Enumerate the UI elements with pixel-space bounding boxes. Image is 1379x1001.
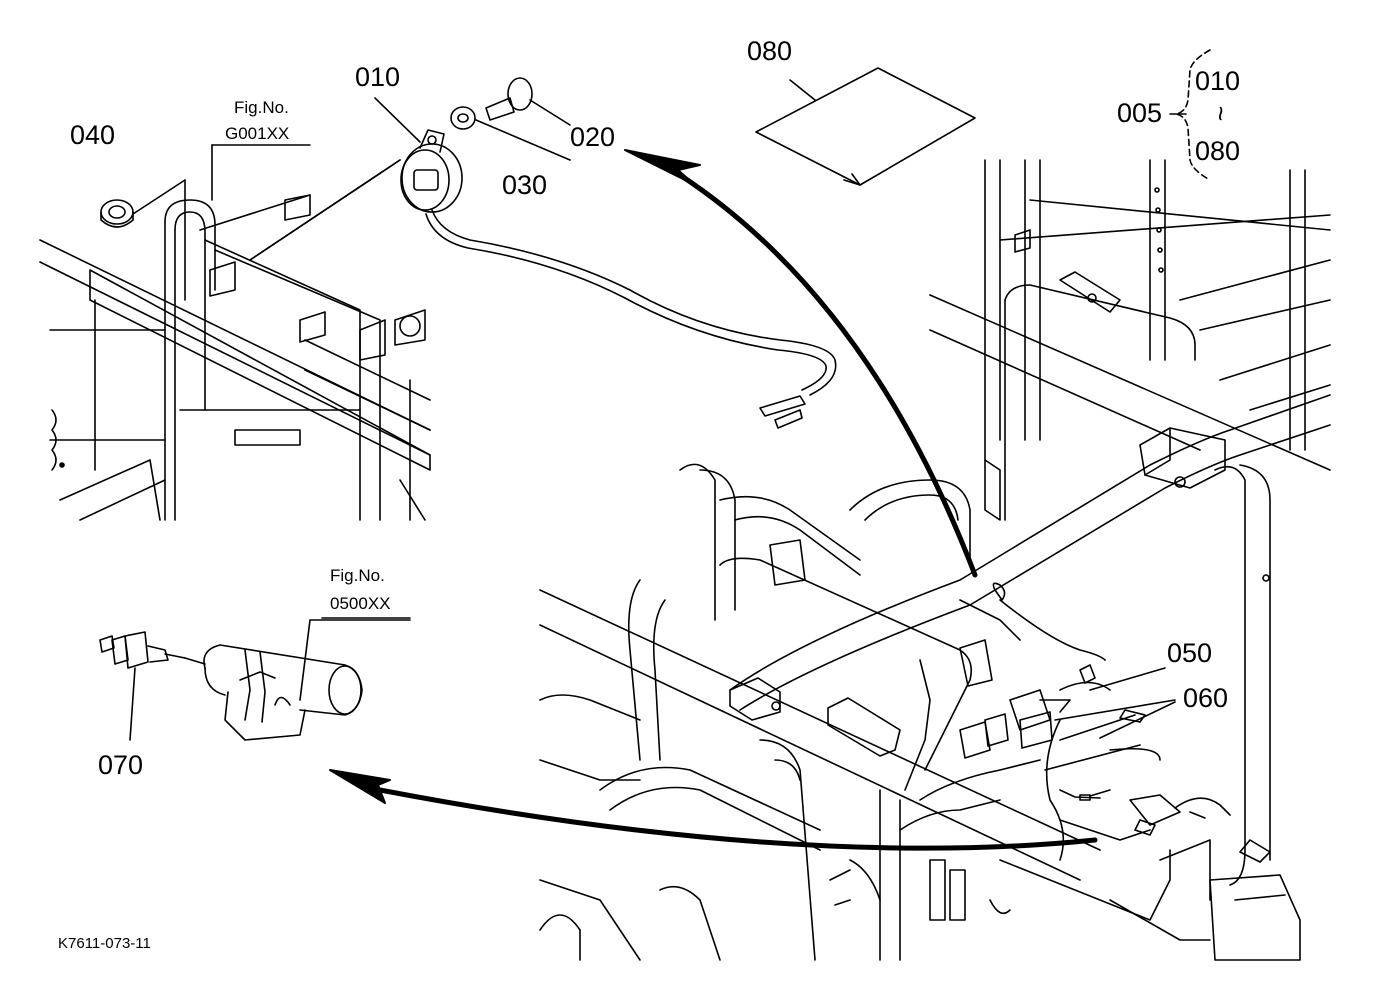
fig-ref-1-label: Fig.No. [234, 98, 289, 117]
fig-ref-1-code: G001XX [225, 124, 290, 143]
range-bracket [1169, 49, 1211, 181]
range-end-080: 080 [1195, 136, 1241, 166]
upper-left-frame-detail [39, 159, 431, 521]
callout-010: 010 [355, 62, 401, 92]
vehicle-assembly [539, 159, 1331, 961]
range-tilde: ~ [1205, 105, 1236, 122]
range-start-010: 010 [1195, 66, 1241, 96]
fig-ref-2-label: Fig.No. [330, 566, 385, 585]
callout-040: 040 [70, 120, 116, 150]
drawing-number: K7611-073-11 [58, 935, 151, 952]
callout-050: 050 [1167, 638, 1213, 668]
direction-arrow-lower [329, 769, 1098, 851]
leader-lines [211, 97, 421, 619]
buzzer-010-drawing [249, 129, 837, 429]
screw-020-drawing [450, 77, 571, 161]
callout-005: 005 [1117, 98, 1163, 128]
callout-030: 030 [502, 170, 548, 200]
callout-060: 060 [1183, 683, 1229, 713]
callout-020: 020 [570, 122, 616, 152]
direction-arrow-upper [624, 149, 978, 578]
nut-040-drawing [100, 179, 186, 301]
sheet-080-drawing [755, 67, 976, 186]
callout-070: 070 [98, 750, 144, 780]
temperature-switch-detail [99, 619, 411, 741]
fig-ref-2-code: 0500XX [330, 594, 391, 613]
callout-080: 080 [747, 36, 793, 66]
